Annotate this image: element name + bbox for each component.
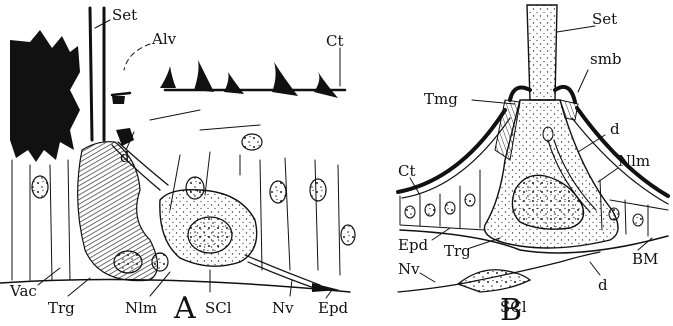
- label-a-alv: Alv: [151, 30, 177, 48]
- sense-cell-nucleus: [188, 217, 232, 253]
- label-a-nv: Nv: [272, 299, 294, 317]
- label-b-nv: Nv: [398, 260, 420, 278]
- panel-a: Set Alv Ct d Vac Trg Nlm A SCl Nv Epd: [0, 6, 355, 326]
- cuticle-spines: [160, 60, 338, 98]
- panel-a-letter: A: [173, 291, 196, 326]
- pigment-mass: [10, 30, 80, 162]
- trichogen-nucleus: [114, 251, 142, 273]
- label-a-set: Set: [112, 6, 137, 24]
- label-a-d: d: [120, 148, 130, 166]
- label-b-epd: Epd: [398, 236, 429, 254]
- label-a-nlm: Nlm: [125, 299, 157, 317]
- label-a-scl: SCl: [205, 299, 232, 317]
- label-b-ct: Ct: [398, 162, 416, 180]
- sense-cell-b: [458, 270, 530, 292]
- panel-b: Set smb Tmg d Nlm Ct Epd Trg BM Nv SCl d…: [398, 5, 668, 326]
- label-b-smb: smb: [590, 50, 622, 68]
- label-a-ct: Ct: [326, 32, 344, 50]
- label-b-bm: BM: [632, 250, 658, 268]
- label-b-d-lower: d: [598, 276, 608, 294]
- panel-b-letter: B: [500, 293, 522, 326]
- label-a-epd: Epd: [318, 299, 349, 317]
- label-b-tmg: Tmg: [424, 90, 458, 108]
- label-b-trg: Trg: [444, 242, 471, 260]
- label-a-vac: Vac: [9, 282, 37, 300]
- label-a-trg: Trg: [48, 299, 75, 317]
- label-b-d: d: [610, 120, 620, 138]
- label-b-set: Set: [592, 10, 617, 28]
- seta-a: [90, 8, 104, 140]
- label-b-nlm: Nlm: [618, 152, 650, 170]
- seta-b: [527, 5, 557, 100]
